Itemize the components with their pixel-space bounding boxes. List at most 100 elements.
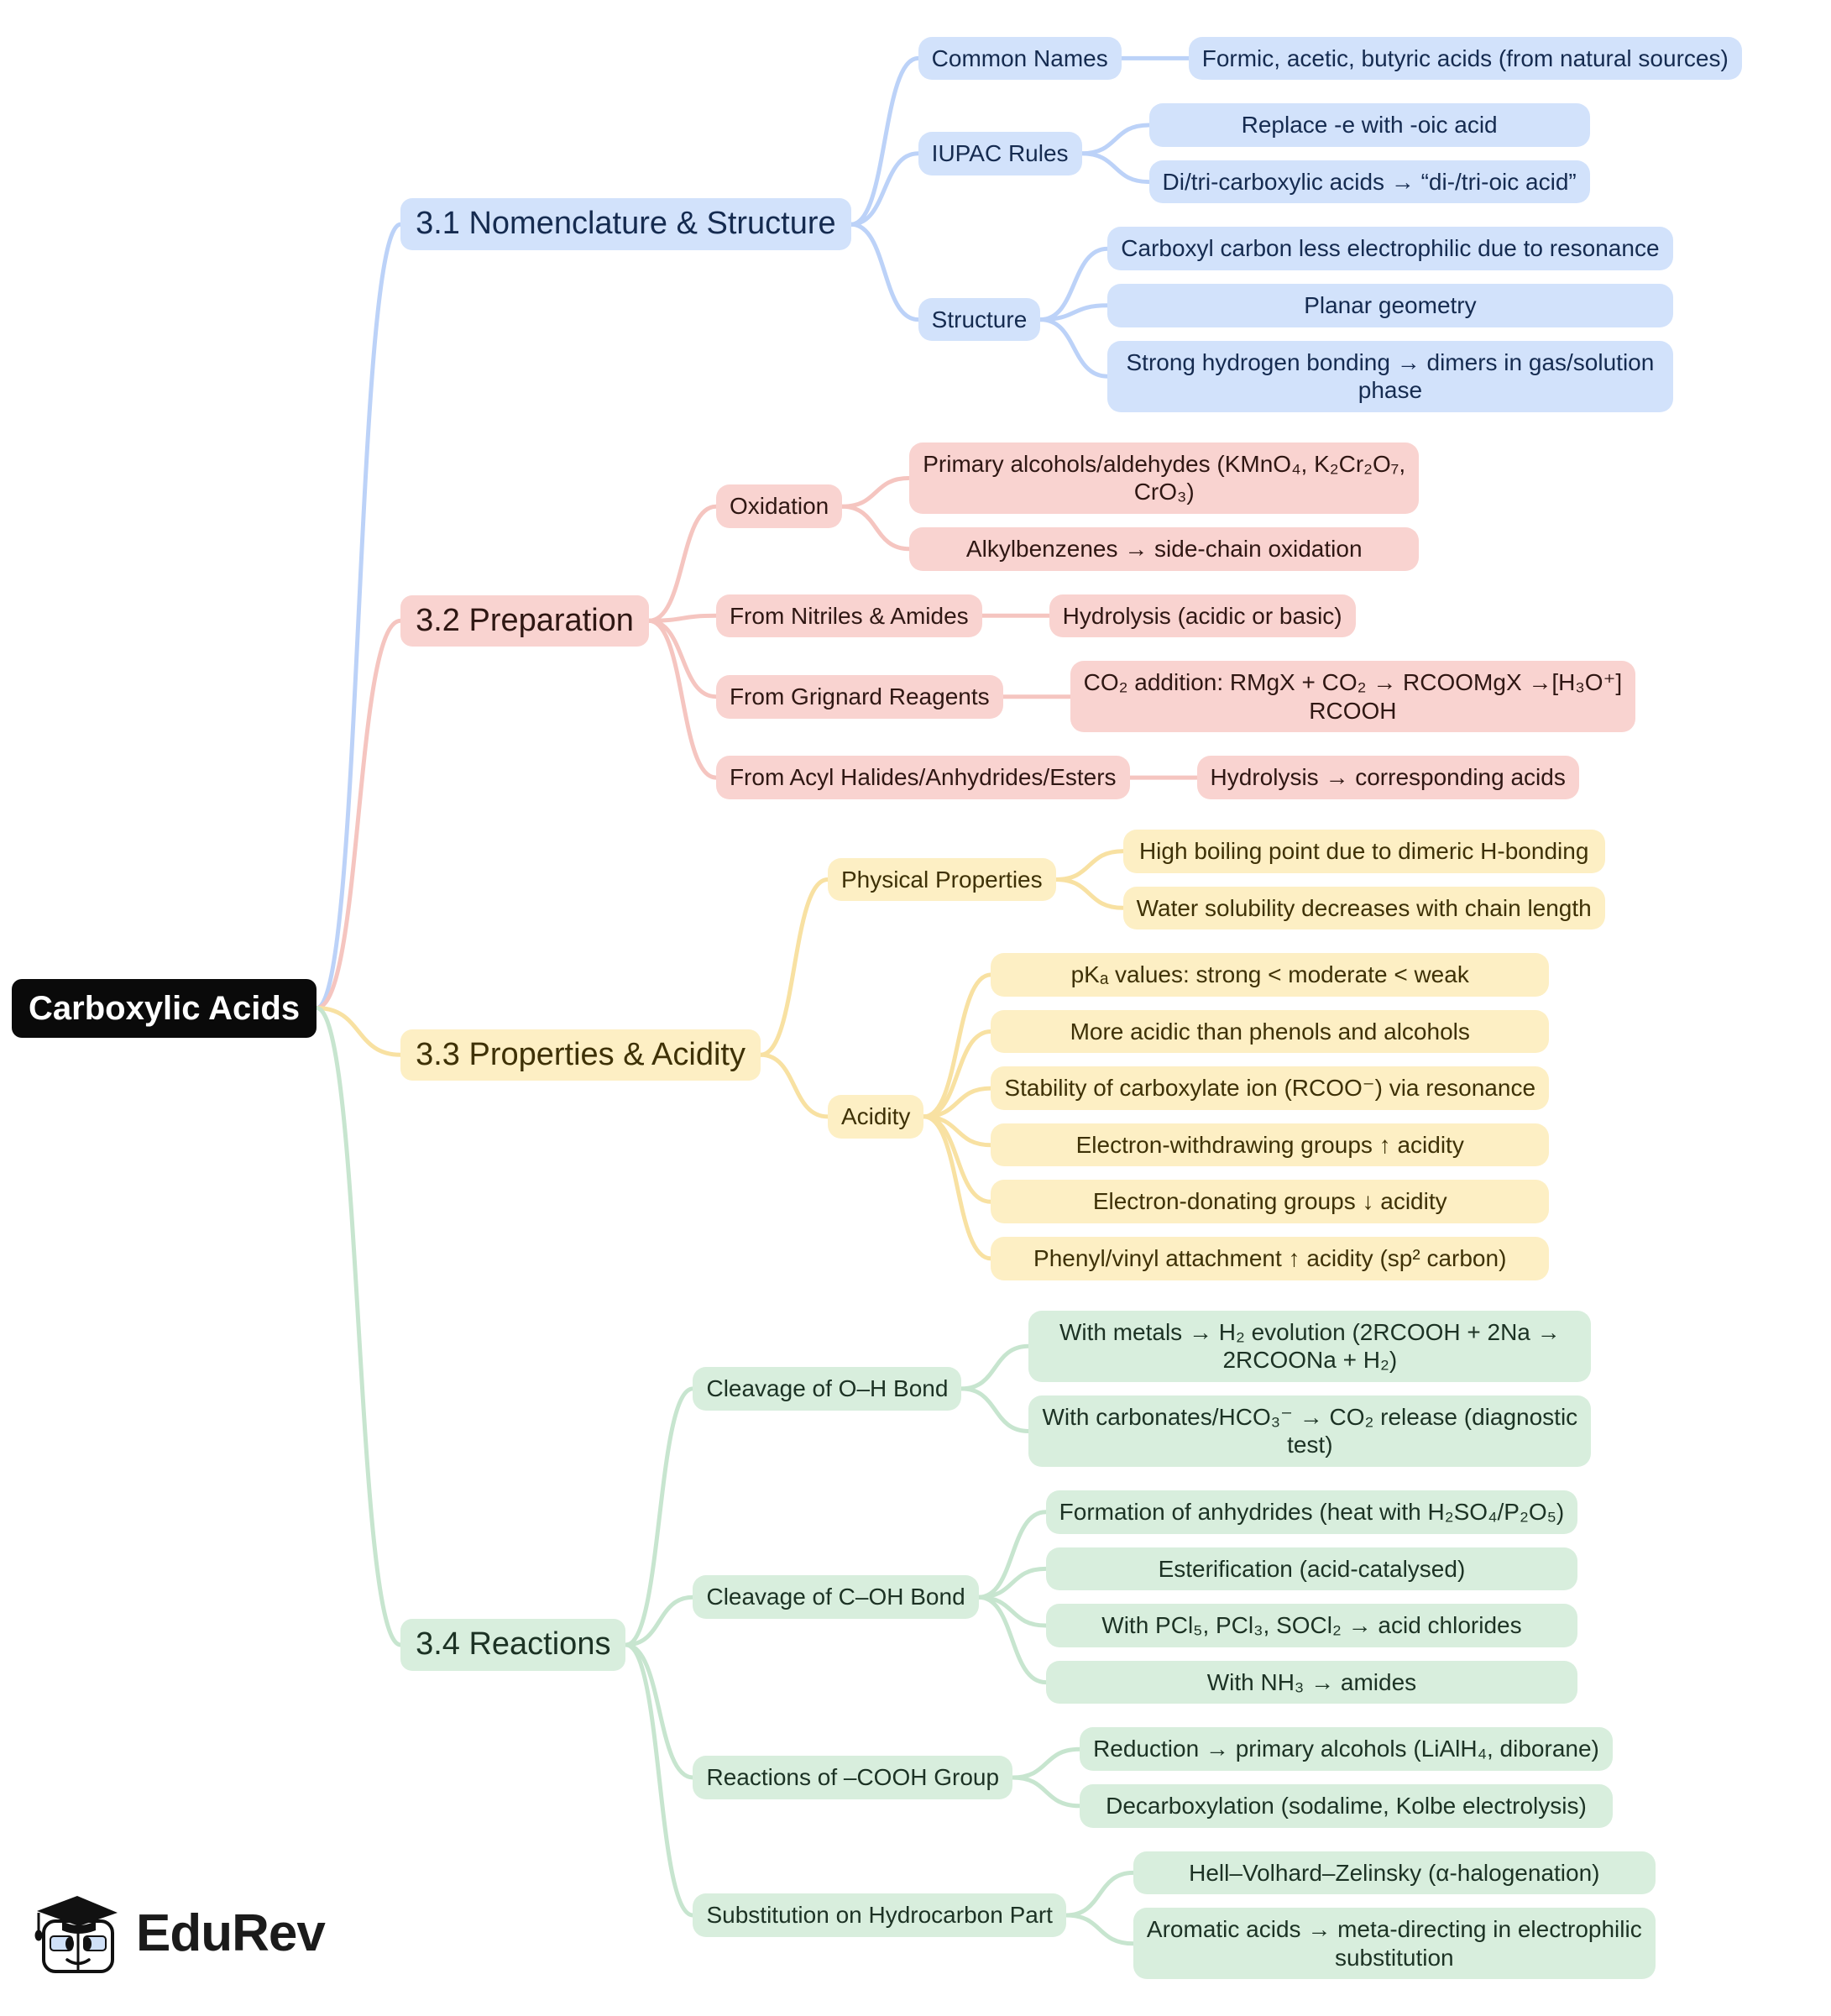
connector [849, 151, 921, 227]
subtree: From Acyl Halides/Anhydrides/Esters Hydro… [715, 756, 1635, 799]
leaf-node: More acidic than phenols and alcohols [991, 1009, 1550, 1054]
subtree: Carboxylic Acids 3.1 Nomenclature & Struc… [12, 36, 1742, 1980]
children-column: With metals → H₂ evolution (2RCOOH + 2Na… [1028, 1310, 1592, 1468]
connector [921, 1029, 993, 1119]
children-column: Hell–Volhard–Zelinsky (α-halogenation) Ar… [1133, 1851, 1656, 1980]
leaf-node: Hydrolysis (acidic or basic) [1049, 594, 1356, 638]
children-column: Hydrolysis → corresponding acids [1196, 756, 1579, 799]
children-column: Carboxyl carbon less electrophilic due t… [1107, 227, 1673, 412]
connector [976, 1594, 1049, 1685]
topic-node: Common Names [918, 36, 1122, 81]
connector [314, 222, 403, 1010]
children-column: Common Names Formic, acetic, butyric acid… [918, 36, 1742, 412]
children-column: High boiling point due to dimeric H-bond… [1122, 829, 1605, 930]
leaf-node: Stability of carboxylate ion (RCOO⁻) via… [991, 1066, 1550, 1110]
leaf-node: Replace -e with -oic acid [1148, 103, 1590, 147]
connector [849, 222, 921, 322]
branch-node: 3.2 Preparation [400, 594, 649, 647]
connector [840, 475, 912, 509]
subtree: Reactions of –COOH Group Reduction → prim… [693, 1727, 1655, 1828]
children-column: Formic, acetic, butyric acids (from natu… [1188, 36, 1742, 81]
subtree: 3.1 Nomenclature & Structure Common Names… [400, 36, 1742, 412]
leaf-node: With PCl₅, PCl₃, SOCl₂ → acid chlorides [1045, 1604, 1578, 1647]
connector [646, 613, 719, 623]
leaf-node: Formation of anhydrides (heat with H₂SO₄… [1045, 1490, 1578, 1534]
leaf-node: Aromatic acids → meta-directing in elect… [1133, 1908, 1656, 1980]
connector [921, 1114, 993, 1261]
connector [758, 1052, 830, 1119]
connector [959, 1386, 1031, 1433]
subtree: 3.3 Properties & Acidity Physical Propert… [400, 829, 1742, 1280]
topic-node: Cleavage of O–H Bond [693, 1367, 962, 1411]
subtree: Cleavage of O–H Bond With metals → H₂ evo… [693, 1310, 1655, 1468]
connector [849, 55, 921, 227]
topic-node: From Nitriles & Amides [715, 594, 982, 638]
topic-node: From Acyl Halides/Anhydrides/Esters [715, 756, 1130, 799]
leaf-node: Reduction → primary alcohols (LiAlH₄, di… [1080, 1727, 1613, 1772]
connector [1064, 1870, 1136, 1918]
leaf-node: With NH₃ → amides [1045, 1660, 1578, 1704]
branch-node: 3.1 Nomenclature & Structure [400, 198, 851, 250]
edurev-logo: EduRev [30, 1888, 326, 1978]
leaf-node: Primary alcohols/aldehydes (KMnO₄, K₂Cr₂… [909, 442, 1420, 514]
connector [1010, 1775, 1082, 1809]
leaf-node: Di/tri-carboxylic acids → “di-/tri-oic a… [1148, 160, 1590, 204]
connector [758, 877, 830, 1057]
subtree: Acidity pKₐ values: strong < moderate < w… [827, 953, 1605, 1280]
connector [314, 618, 403, 1010]
leaf-node: Alkylbenzenes → side-chain oxidation [909, 526, 1420, 571]
connector [1054, 877, 1126, 910]
leaf-node: Electron-donating groups ↓ acidity [991, 1180, 1550, 1224]
subtree: Physical Properties High boiling point du… [827, 829, 1605, 930]
branch-node: 3.3 Properties & Acidity [400, 1029, 761, 1081]
subtree: From Nitriles & Amides Hydrolysis (acidic… [715, 594, 1635, 638]
connector [646, 618, 719, 780]
edurev-mascot-icon [34, 1896, 118, 1973]
mindmap: Carboxylic Acids 3.1 Nomenclature & Struc… [12, 0, 1742, 2016]
connector [959, 1343, 1031, 1391]
branch-node: 3.4 Reactions [400, 1619, 626, 1671]
connector [840, 504, 912, 552]
connector [921, 972, 993, 1119]
leaf-node: With carbonates/HCO₃⁻ → CO₂ release (dia… [1028, 1395, 1592, 1468]
leaf-node: Esterification (acid-catalysed) [1045, 1547, 1578, 1591]
leaf-node: High boiling point due to dimeric H-bond… [1122, 829, 1605, 873]
topic-node: IUPAC Rules [918, 132, 1082, 175]
leaf-node: pKₐ values: strong < moderate < weak [991, 953, 1550, 997]
leaf-node: Hell–Volhard–Zelinsky (α-halogenation) [1133, 1851, 1656, 1895]
root-node: Carboxylic Acids [12, 978, 317, 1038]
topic-node: Reactions of –COOH Group [693, 1756, 1013, 1799]
leaf-node: CO₂ addition: RMgX + CO₂ → RCOOMgX →[H₃O… [1070, 661, 1636, 733]
leaf-node: Strong hydrogen bonding → dimers in gas/… [1107, 340, 1673, 412]
children-column: CO₂ addition: RMgX + CO₂ → RCOOMgX →[H₃O… [1070, 661, 1636, 733]
topic-node: Physical Properties [827, 857, 1056, 902]
subtree: Structure Carboxyl carbon less electrophi… [918, 227, 1742, 412]
connector [624, 1642, 695, 1918]
children-column: Formation of anhydrides (heat with H₂SO₄… [1045, 1490, 1578, 1704]
leaf-node: Water solubility decreases with chain le… [1122, 886, 1605, 930]
connector [1038, 246, 1110, 322]
leaf-node: Phenyl/vinyl attachment ↑ acidity (sp² c… [991, 1237, 1550, 1280]
children-column: Primary alcohols/aldehydes (KMnO₄, K₂Cr₂… [909, 442, 1420, 571]
connector [976, 1510, 1049, 1600]
topic-node: Acidity [827, 1095, 924, 1139]
subtree: 3.4 Reactions Cleavage of O–H Bond With me… [400, 1310, 1742, 1980]
connector [646, 504, 719, 623]
topic-node: Structure [918, 297, 1041, 342]
children-column: Cleavage of O–H Bond With metals → H₂ evo… [693, 1310, 1656, 1980]
connector [314, 1006, 403, 1057]
subtree: Common Names Formic, acetic, butyric acid… [918, 36, 1742, 81]
connector [624, 1642, 695, 1780]
leaf-node: Electron-withdrawing groups ↑ acidity [991, 1123, 1550, 1167]
